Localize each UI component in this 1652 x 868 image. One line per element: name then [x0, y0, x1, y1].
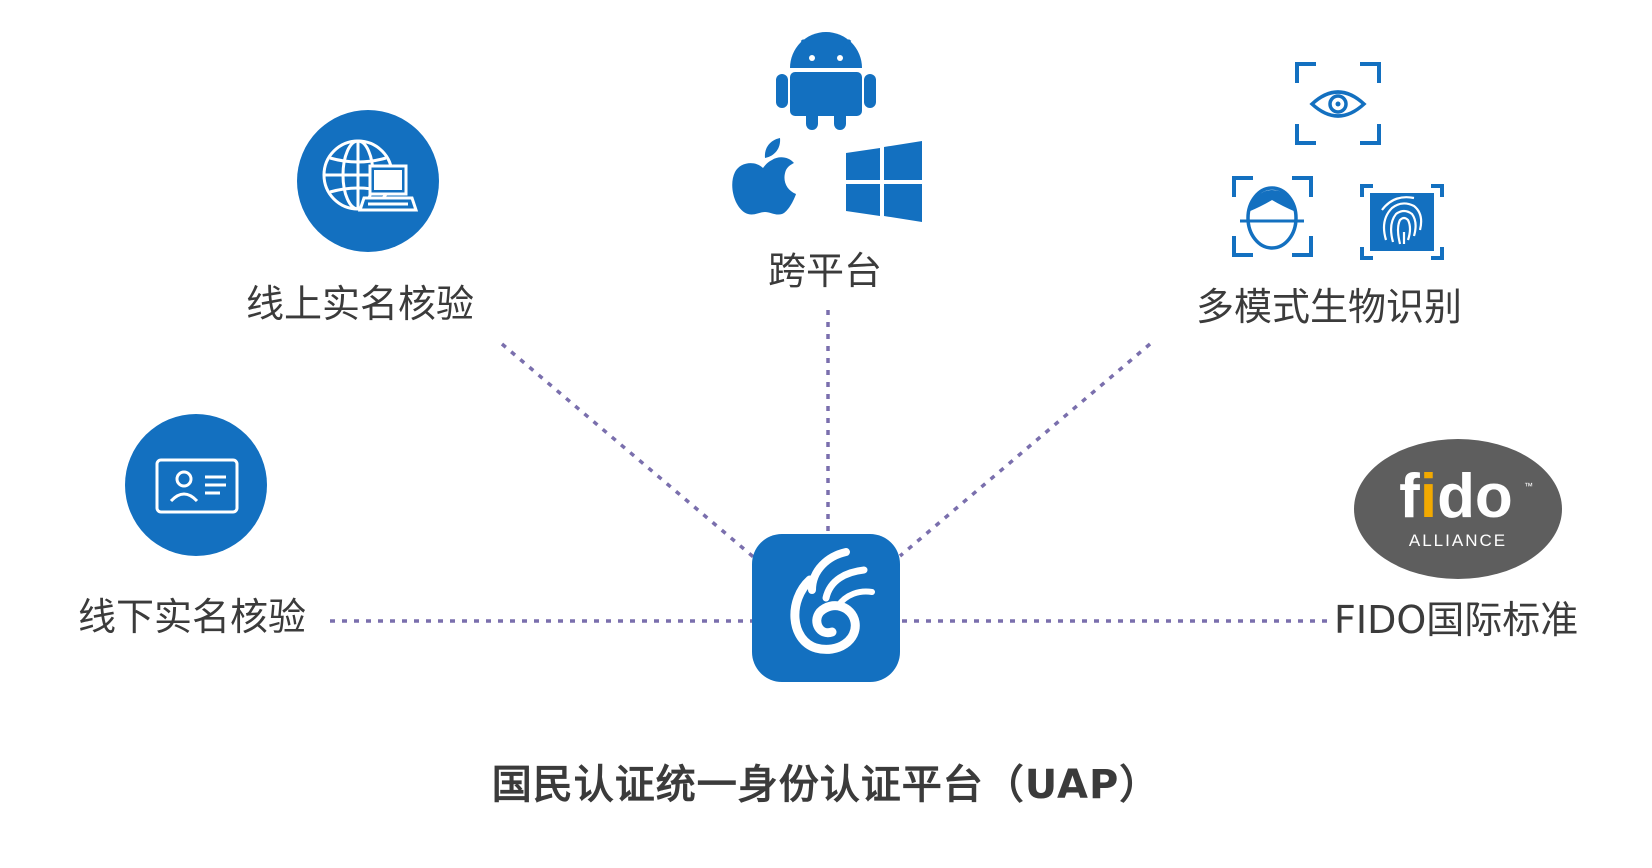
apple-icon: [732, 138, 796, 215]
connector-online: [500, 342, 759, 562]
offline-verification-node: [125, 414, 267, 556]
uap-logo-icon: [790, 548, 875, 654]
online-verification-label: 线上实名核验: [246, 282, 475, 326]
uap-hub: [752, 534, 900, 682]
online-verification-node: [297, 110, 439, 252]
eye-scan-icon: [1295, 62, 1381, 145]
fido-standard-label: FIDO国际标准: [1334, 598, 1579, 642]
windows-icon: [846, 141, 922, 222]
fido-logo-wordmark: fido: [1399, 462, 1513, 531]
fido-logo-tm: ™: [1524, 481, 1533, 491]
page-title: 国民认证统一身份认证平台（UAP）: [491, 762, 1161, 808]
globe-laptop-icon: [322, 139, 419, 212]
fido-logo-alliance: ALLIANCE: [1409, 531, 1507, 550]
connector-lines: [330, 310, 1328, 623]
id-card-icon: [155, 458, 239, 514]
offline-verification-label: 线下实名核验: [78, 595, 307, 639]
biometric-label: 多模式生物识别: [1196, 285, 1463, 329]
cross-platform-label: 跨平台: [768, 249, 883, 293]
face-scan-icon: [1232, 176, 1313, 257]
android-icon: [776, 32, 876, 130]
fido-alliance-logo: fido ™ ALLIANCE: [1354, 439, 1562, 579]
connector-biometric: [898, 342, 1152, 558]
fingerprint-scan-icon: [1360, 184, 1444, 260]
